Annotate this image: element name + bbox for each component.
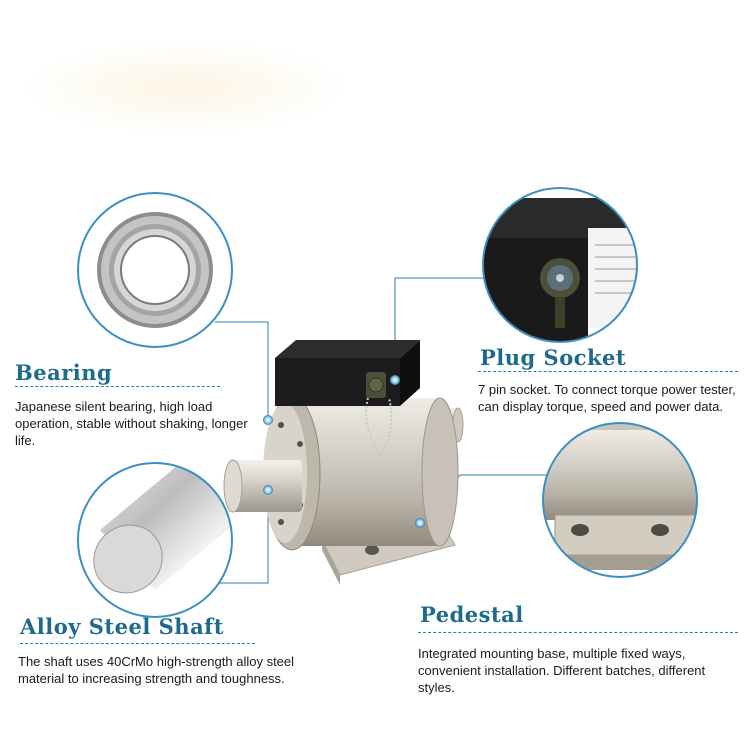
shaft-detail-image xyxy=(77,462,233,618)
background-smudge xyxy=(20,40,350,135)
pedestal-title: Pedestal xyxy=(420,602,524,627)
bearing-title: Bearing xyxy=(15,360,113,385)
shaft-title: Alloy Steel Shaft xyxy=(20,614,224,639)
plug-socket-detail-image xyxy=(482,187,638,343)
shaft-callout-line xyxy=(217,490,269,584)
shaft-description: The shaft uses 40CrMo high-strength allo… xyxy=(18,654,295,686)
shaft-title-underline xyxy=(20,643,255,644)
torque-sensor xyxy=(223,340,464,585)
plug-socket-title-underline xyxy=(478,371,738,372)
bearing-callout-line xyxy=(215,321,269,420)
bearing-detail-image xyxy=(77,192,233,348)
pedestal-title-underline xyxy=(418,632,738,633)
pedestal-description: Integrated mounting base, multiple fixed… xyxy=(418,646,706,695)
bearing-title-underline xyxy=(15,386,220,387)
plug-socket-description: 7 pin socket. To connect torque power te… xyxy=(478,382,736,414)
pedestal-detail-image xyxy=(542,422,698,578)
bearing-description: Japanese silent bearing, high load opera… xyxy=(15,399,248,448)
plug-socket-title: Plug Socket xyxy=(480,345,627,370)
